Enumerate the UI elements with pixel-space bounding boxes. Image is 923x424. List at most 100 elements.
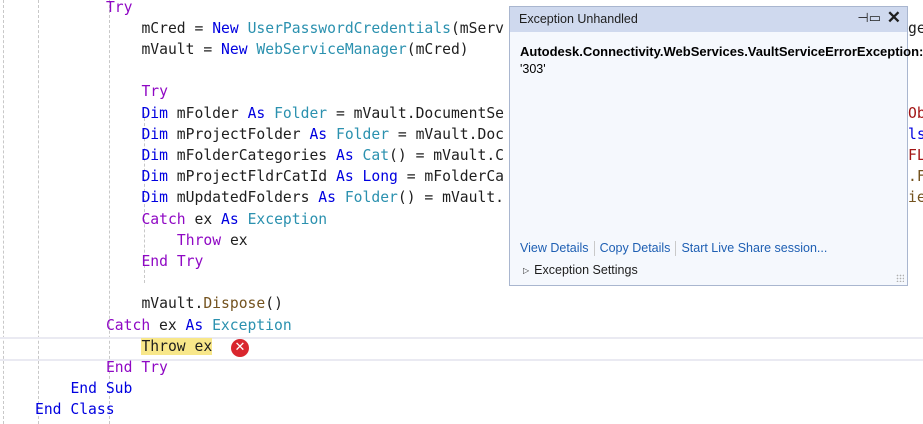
copy-details-link[interactable]: Copy Details bbox=[599, 241, 671, 255]
code-line[interactable]: Catch ex As Exception bbox=[141, 209, 327, 230]
code-token: Try bbox=[141, 358, 168, 376]
code-line[interactable]: mCred = New UserPasswordCredentials(mSer… bbox=[141, 18, 504, 39]
code-line[interactable]: Dim mUpdatedFolders As Folder() = mVault… bbox=[141, 187, 504, 208]
pin-icon[interactable]: ⊣▭ bbox=[857, 10, 881, 25]
code-token bbox=[132, 359, 141, 376]
code-token: (mServ bbox=[450, 19, 505, 37]
code-token: Folder bbox=[335, 125, 390, 143]
code-token bbox=[168, 253, 177, 270]
code-token: (mCred) bbox=[406, 40, 469, 58]
code-token: As bbox=[318, 189, 336, 207]
code-token: = mVault.Doc bbox=[389, 125, 505, 143]
code-token: As bbox=[309, 125, 328, 143]
code-token: UserPasswordCredentials bbox=[247, 19, 451, 37]
code-fragment: FL bbox=[908, 146, 923, 164]
code-line[interactable]: End Try bbox=[141, 251, 203, 272]
code-token bbox=[265, 105, 274, 122]
code-token: ex bbox=[221, 231, 248, 249]
link-separator bbox=[675, 241, 677, 257]
popup-header: Exception Unhandled ⊣▭ ✕ bbox=[510, 7, 907, 32]
code-token: End bbox=[70, 380, 97, 398]
code-token bbox=[354, 147, 363, 164]
code-token bbox=[203, 317, 212, 334]
code-line[interactable]: End Try bbox=[106, 357, 168, 378]
expand-triangle-icon: ▷ bbox=[523, 266, 530, 275]
code-token: New bbox=[221, 40, 248, 58]
code-token: Long bbox=[362, 168, 398, 186]
code-line[interactable]: Try bbox=[106, 0, 133, 18]
code-line[interactable]: Catch ex As Exception bbox=[106, 315, 292, 336]
view-details-link[interactable]: View Details bbox=[520, 241, 589, 255]
code-token: mFolderCategories bbox=[167, 146, 336, 164]
code-token: () bbox=[265, 295, 283, 313]
code-line[interactable]: Dim mFolder As Folder = mVault.DocumentS… bbox=[141, 103, 504, 124]
close-icon[interactable]: ✕ bbox=[886, 8, 901, 27]
code-token: ex bbox=[185, 210, 222, 228]
code-token: WebServiceManager bbox=[256, 40, 407, 58]
code-fragment: ls bbox=[908, 125, 923, 143]
code-token bbox=[97, 380, 106, 397]
resize-grip[interactable] bbox=[896, 274, 904, 282]
indent-guide bbox=[3, 0, 4, 424]
code-token: As bbox=[221, 210, 239, 228]
code-token: ex bbox=[150, 316, 186, 334]
code-token: Folder bbox=[274, 104, 328, 122]
code-token: mVault bbox=[141, 40, 195, 58]
code-token: Exception bbox=[247, 210, 328, 228]
code-token: Try bbox=[141, 83, 168, 101]
code-token: Folder bbox=[344, 189, 398, 207]
code-token: () = mVault. bbox=[397, 189, 505, 207]
code-token: Dim bbox=[141, 146, 168, 164]
code-line[interactable]: Try bbox=[141, 81, 168, 102]
code-token bbox=[239, 20, 248, 37]
popup-title: Exception Unhandled bbox=[519, 12, 638, 26]
code-line[interactable]: Dim mProjectFldrCatId As Long = mFolderC… bbox=[141, 166, 504, 187]
code-line[interactable]: End Class bbox=[35, 399, 115, 420]
code-token bbox=[354, 168, 363, 185]
code-token: Try bbox=[105, 0, 133, 16]
code-fragment: ie bbox=[908, 189, 923, 207]
code-token: mProjectFldrCatId bbox=[167, 168, 336, 186]
code-line[interactable]: mVault = New WebServiceManager(mCred) bbox=[141, 39, 468, 60]
exception-type: Autodesk.Connectivity.WebServices.VaultS… bbox=[520, 44, 923, 59]
code-token: End bbox=[105, 358, 133, 376]
code-token: mFolder bbox=[167, 104, 248, 122]
code-line[interactable]: Dim mFolderCategories As Cat() = mVault.… bbox=[141, 145, 504, 166]
exception-message: '303' bbox=[520, 62, 546, 76]
code-token: End bbox=[141, 252, 168, 270]
popup-links: View Details Copy Details Start Live Share… bbox=[520, 241, 828, 257]
code-token: As bbox=[335, 168, 354, 186]
code-line[interactable]: Dim mProjectFolder As Folder = mVault.Do… bbox=[141, 124, 504, 145]
code-token: = bbox=[194, 40, 222, 58]
live-share-link[interactable]: Start Live Share session... bbox=[681, 241, 828, 255]
code-line[interactable]: mVault.Dispose() bbox=[141, 293, 283, 314]
code-token: Dim bbox=[141, 125, 168, 143]
code-token: Throw ex bbox=[141, 337, 213, 355]
code-token: = mFolderCa bbox=[397, 168, 505, 186]
code-token: = mVault.DocumentSe bbox=[327, 104, 505, 122]
code-token: Sub bbox=[105, 380, 133, 398]
indent-guide bbox=[144, 113, 145, 283]
code-token: mUpdatedFolders bbox=[167, 189, 319, 207]
code-token bbox=[336, 189, 345, 206]
code-token: mCred bbox=[141, 19, 186, 37]
code-token: As bbox=[335, 146, 354, 164]
code-token bbox=[327, 126, 336, 143]
current-line-indicator bbox=[0, 337, 923, 361]
code-line[interactable]: End Sub bbox=[70, 378, 132, 399]
code-token: = bbox=[185, 19, 213, 37]
code-token: End bbox=[35, 401, 62, 419]
code-token: Cat bbox=[362, 146, 390, 164]
code-line[interactable]: Throw ex bbox=[141, 336, 213, 357]
code-token: mVault. bbox=[141, 295, 204, 313]
exception-settings-toggle[interactable]: ▷ Exception Settings bbox=[523, 263, 638, 277]
code-token: Catch bbox=[141, 210, 186, 228]
error-icon[interactable]: ✕ bbox=[231, 339, 249, 357]
code-fragment: .F bbox=[908, 168, 923, 186]
code-line[interactable]: Throw ex bbox=[177, 230, 248, 251]
code-token: Exception bbox=[212, 316, 292, 334]
code-fragment: Ob bbox=[908, 104, 923, 122]
exception-popup: Exception Unhandled ⊣▭ ✕ Autodesk.Connec… bbox=[509, 6, 923, 286]
indent-guide bbox=[109, 0, 110, 424]
exception-settings-label: Exception Settings bbox=[534, 263, 638, 277]
